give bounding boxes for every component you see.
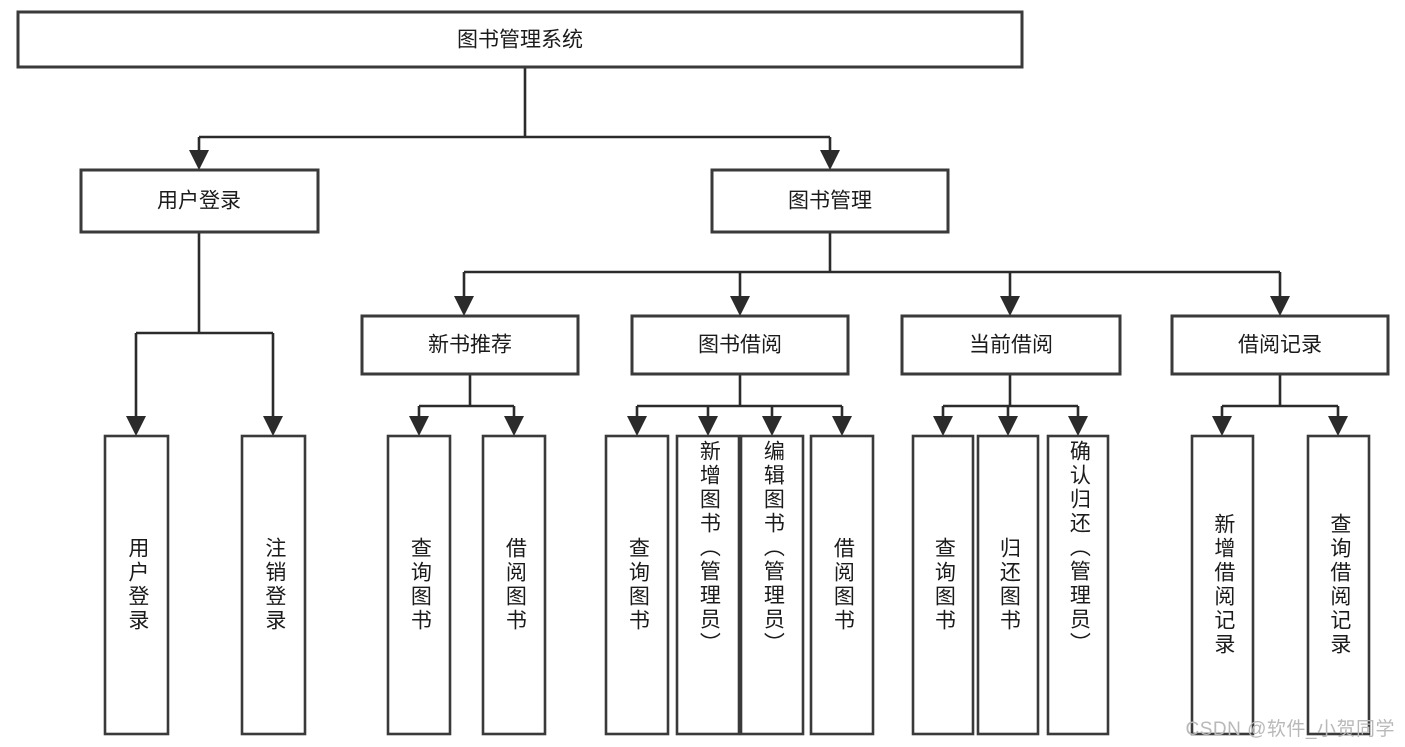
connector-group-borrow-records xyxy=(1212,374,1348,436)
leaf-box-borrow-records-1[interactable] xyxy=(1190,434,1255,736)
connector-group-book-mgmt xyxy=(454,232,1290,316)
arrowhead-records xyxy=(1270,296,1290,316)
leaf-boxes-book-borrow xyxy=(604,434,875,736)
leaf-box-current-borrow-2[interactable] xyxy=(976,434,1040,736)
arrowhead-book-mgmt xyxy=(820,150,840,170)
node-book-management-label: 图书管理 xyxy=(788,190,872,213)
node-book-borrow-box[interactable] xyxy=(630,314,850,376)
node-current-borrow-box[interactable] xyxy=(900,314,1122,376)
leaf-box-user-login-1[interactable] xyxy=(103,434,170,736)
arrowhead-ul-leaf2 xyxy=(263,416,283,436)
leaf-boxes-current-borrow xyxy=(911,434,1110,736)
arrowhead-new-book xyxy=(454,296,474,316)
node-current-borrow[interactable]: 当前借阅 xyxy=(900,314,1122,376)
leaf-box-book-borrow-4[interactable] xyxy=(809,434,875,736)
leaf-box-current-borrow-1[interactable] xyxy=(911,434,975,736)
arrowhead-cb-leaf1 xyxy=(933,416,953,436)
leaf-box-borrow-records-2[interactable] xyxy=(1306,434,1371,736)
arrowhead-user-login xyxy=(189,150,209,170)
arrowhead-bb-leaf4 xyxy=(832,416,852,436)
node-borrow-records-label: 借阅记录 xyxy=(1238,334,1322,357)
node-root-box[interactable] xyxy=(16,10,1024,69)
node-user-login[interactable]: 用户登录 xyxy=(79,168,320,234)
leaf-boxes-borrow-records xyxy=(1190,434,1371,736)
node-borrow-records[interactable]: 借阅记录 xyxy=(1170,314,1390,376)
connector-group-root xyxy=(189,67,840,170)
arrowhead-nb-leaf1 xyxy=(409,416,429,436)
leaf-boxes-user-login xyxy=(103,434,307,736)
node-book-management-box[interactable] xyxy=(710,168,950,234)
arrowhead-cb-leaf2 xyxy=(998,416,1018,436)
arrowhead-cb-leaf3 xyxy=(1068,416,1088,436)
node-user-login-box[interactable] xyxy=(79,168,320,234)
node-new-book-recommend-label: 新书推荐 xyxy=(428,334,512,357)
leaf-box-book-borrow-2[interactable] xyxy=(675,434,741,736)
arrowhead-bb-leaf1 xyxy=(627,416,647,436)
arrowhead-ul-leaf1 xyxy=(126,416,146,436)
arrowhead-bb-leaf3 xyxy=(762,416,782,436)
leaf-boxes-new-book xyxy=(386,434,547,736)
node-borrow-records-box[interactable] xyxy=(1170,314,1390,376)
arrowhead-current xyxy=(1000,296,1020,316)
leaf-box-book-borrow-3[interactable] xyxy=(739,434,805,736)
node-book-borrow[interactable]: 图书借阅 xyxy=(630,314,850,376)
connector-group-user-login xyxy=(126,232,283,436)
node-new-book-recommend-box[interactable] xyxy=(360,314,580,376)
node-root[interactable]: 图书管理系统 xyxy=(16,10,1024,69)
leaf-box-new-book-2[interactable] xyxy=(481,434,547,736)
arrowhead-borrow xyxy=(730,296,750,316)
node-root-label: 图书管理系统 xyxy=(457,29,583,52)
node-book-borrow-label: 图书借阅 xyxy=(698,334,782,357)
leaf-box-new-book-1[interactable] xyxy=(386,434,452,736)
node-book-management[interactable]: 图书管理 xyxy=(710,168,950,234)
connector-group-new-book xyxy=(409,374,524,436)
leaf-box-current-borrow-3[interactable] xyxy=(1046,434,1110,736)
connector-group-book-borrow xyxy=(627,374,852,436)
arrowhead-nb-leaf2 xyxy=(504,416,524,436)
watermark-text: CSDN @软件_小贺同学 xyxy=(1185,719,1395,740)
connector-group-current-borrow xyxy=(933,374,1088,436)
leaf-box-book-borrow-1[interactable] xyxy=(604,434,670,736)
arrowhead-br-leaf1 xyxy=(1212,416,1232,436)
arrowhead-bb-leaf2 xyxy=(698,416,718,436)
arrowhead-br-leaf2 xyxy=(1328,416,1348,436)
node-current-borrow-label: 当前借阅 xyxy=(969,334,1053,357)
leaf-box-user-login-2[interactable] xyxy=(240,434,307,736)
node-new-book-recommend[interactable]: 新书推荐 xyxy=(360,314,580,376)
node-user-login-label: 用户登录 xyxy=(157,190,241,213)
